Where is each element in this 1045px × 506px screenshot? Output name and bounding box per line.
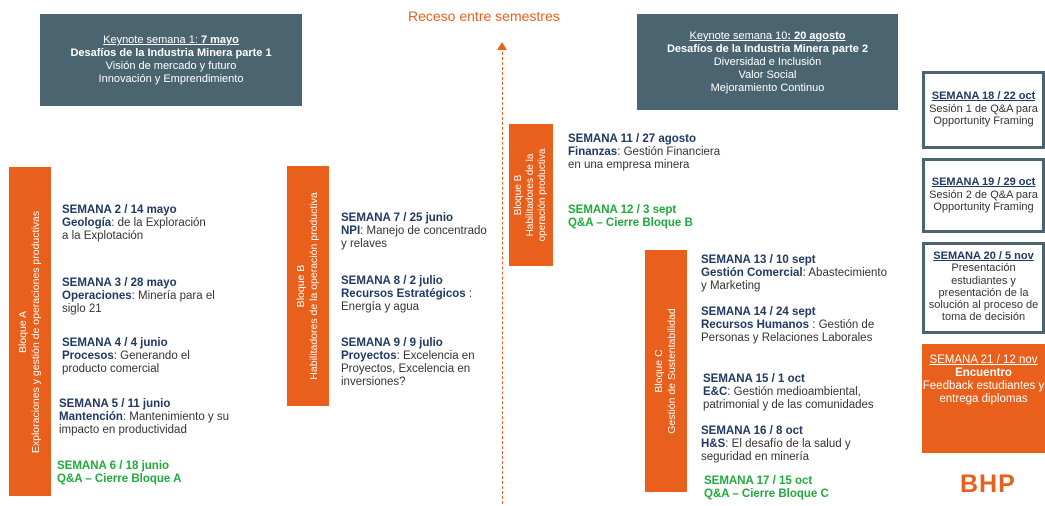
week-heading: SEMANA 2 / 14 mayo xyxy=(62,204,177,216)
week-17: SEMANA 17 / 15 oct Q&A – Cierre Bloque C xyxy=(704,475,884,501)
week-subtitle: Q&A – Cierre Bloque A xyxy=(57,473,182,485)
week-topic: Finanzas xyxy=(568,146,618,158)
keynote-2-line: Mejoramiento Continuo xyxy=(710,81,825,94)
week-desc: : Manejo de concentrado y relaves xyxy=(341,225,487,250)
week-subtitle: Q&A – Cierre Bloque C xyxy=(704,488,829,500)
week-heading: SEMANA 17 / 15 oct xyxy=(704,475,813,487)
week-heading: SEMANA 8 / 2 julio xyxy=(341,275,443,287)
week-topic: Operaciones xyxy=(62,290,132,302)
week-desc: : de la Exploración a la Explotación xyxy=(62,217,206,242)
week-heading: SEMANA 3 / 28 mayo xyxy=(62,277,177,289)
keynote-1-date: 7 mayo xyxy=(200,34,239,46)
keynote-2-subtitle: Desafíos de la Industria Minera parte 2 xyxy=(666,42,869,55)
week-topic: Recursos Estratégicos xyxy=(341,288,466,300)
week-topic: Mantención xyxy=(59,411,123,423)
week-21-box: SEMANA 21 / 12 nov Encuentro Feedback es… xyxy=(922,344,1045,453)
keynote-1-box: Keynote semana 1: 7 mayo Desafíos de la … xyxy=(40,14,302,106)
bloque-a-label: Bloque A Exploraciones y gestión de oper… xyxy=(17,210,42,453)
week-3: SEMANA 3 / 28 mayo Operaciones: Minería … xyxy=(62,277,224,316)
week-20-box: SEMANA 20 / 5 nov Presentación estudiant… xyxy=(922,242,1045,334)
bloque-b-bar: Bloque B Habilitadores de la operación p… xyxy=(287,166,329,406)
bloque-c-label: Bloque C Gestión de Sustentabilidad xyxy=(653,308,678,434)
receso-label: Receso entre semestres xyxy=(408,8,560,24)
keynote-2-box: Keynote semana 10: 20 agosto Desafíos de… xyxy=(637,14,898,110)
week-heading: SEMANA 16 / 8 oct xyxy=(701,425,803,437)
week-topic: E&C xyxy=(703,386,728,398)
week-11: SEMANA 11 / 27 agosto Finanzas: Gestión … xyxy=(568,133,728,172)
week-topic: Recursos Humanos xyxy=(701,319,810,331)
keynote-2-title: Keynote semana 10 xyxy=(689,29,788,42)
week-13: SEMANA 13 / 10 sept Gestión Comercial: A… xyxy=(701,254,891,293)
week-12: SEMANA 12 / 3 sept Q&A – Cierre Bloque B xyxy=(568,204,728,230)
week-desc: : Minería para el siglo 21 xyxy=(62,290,215,315)
week-desc: : Abastecimiento y Marketing xyxy=(701,267,888,292)
week-heading: SEMANA 13 / 10 sept xyxy=(701,254,816,266)
week-desc: : Gestión Financiera en una empresa mine… xyxy=(568,146,721,171)
receso-divider xyxy=(502,52,503,504)
week-desc: Sesión 2 de Q&A para Opportunity Framing xyxy=(929,188,1038,214)
keynote-2-date: : 20 agosto xyxy=(787,29,846,42)
week-topic: Procesos xyxy=(62,350,114,362)
bloque-a-bar: Bloque A Exploraciones y gestión de oper… xyxy=(9,167,51,496)
week-18-box: SEMANA 18 / 22 oct Sesión 1 de Q&A para … xyxy=(922,71,1045,149)
week-desc: : El desafío de la salud y seguridad en … xyxy=(701,438,851,463)
week-desc: Feedback estudiantes y entrega diplomas xyxy=(922,380,1045,405)
week-8: SEMANA 8 / 2 julio Recursos Estratégicos… xyxy=(341,275,491,314)
week-heading: SEMANA 4 / 4 junio xyxy=(62,337,168,349)
week-heading: SEMANA 15 / 1 oct xyxy=(703,373,805,385)
week-desc: Presentación estudiantes y presentación … xyxy=(928,262,1039,324)
week-15: SEMANA 15 / 1 oct E&C: Gestión medioambi… xyxy=(703,373,895,412)
keynote-1-line: Innovación y Emprendimiento xyxy=(98,73,244,85)
week-heading: SEMANA 11 / 27 agosto xyxy=(568,133,697,145)
week-heading: SEMANA 20 / 5 nov xyxy=(933,250,1034,262)
week-heading: SEMANA 9 / 9 julio xyxy=(341,337,443,349)
week-heading: SEMANA 18 / 22 oct xyxy=(931,90,1036,102)
keynote-2-line: Valor Social xyxy=(738,68,797,81)
week-topic: NPI xyxy=(341,225,361,237)
week-title: Encuentro xyxy=(955,367,1012,379)
week-heading: SEMANA 21 / 12 nov xyxy=(929,354,1038,366)
week-14: SEMANA 14 / 24 sept Recursos Humanos : G… xyxy=(701,306,887,345)
week-19-box: SEMANA 19 / 29 oct Sesión 2 de Q&A para … xyxy=(922,158,1045,233)
week-2: SEMANA 2 / 14 mayo Geología: de la Explo… xyxy=(62,204,212,243)
week-desc: : Energía y agua xyxy=(341,288,473,313)
bloque-c-bar: Bloque C Gestión de Sustentabilidad xyxy=(645,250,687,492)
week-6: SEMANA 6 / 18 junio Q&A – Cierre Bloque … xyxy=(57,460,237,486)
week-desc: Sesión 1 de Q&A para Opportunity Framing xyxy=(929,102,1038,128)
bloque-b-label: Bloque B Habilitadores de la operación p… xyxy=(295,192,320,380)
week-subtitle: Q&A – Cierre Bloque B xyxy=(568,217,693,229)
week-desc: : Mantenimiento y su impacto en producti… xyxy=(59,411,229,436)
week-5: SEMANA 5 / 11 junio Mantención: Mantenim… xyxy=(59,398,231,437)
week-4: SEMANA 4 / 4 junio Procesos: Generando e… xyxy=(62,337,212,376)
keynote-1-title: Keynote semana 1: xyxy=(103,34,201,46)
week-16: SEMANA 16 / 8 oct H&S: El desafío de la … xyxy=(701,425,881,464)
week-heading: SEMANA 12 / 3 sept xyxy=(568,204,677,216)
week-heading: SEMANA 7 / 25 junio xyxy=(341,212,454,224)
week-desc: : Generando el producto comercial xyxy=(62,350,190,375)
week-topic: Geología xyxy=(62,217,112,229)
week-7: SEMANA 7 / 25 junio NPI: Manejo de conce… xyxy=(341,212,491,251)
bloque-b-bar-2: Bloque B Habilitadores de la operación p… xyxy=(509,124,553,266)
keynote-1-subtitle: Desafíos de la Industria Minera parte 1 xyxy=(70,47,272,59)
week-heading: SEMANA 14 / 24 sept xyxy=(701,306,816,318)
week-heading: SEMANA 6 / 18 junio xyxy=(57,460,170,472)
week-topic: Gestión Comercial xyxy=(701,267,803,279)
week-9: SEMANA 9 / 9 julio Proyectos: Excelencia… xyxy=(341,337,489,389)
arrow-up-icon xyxy=(497,42,507,50)
bloque-b-label-2: Bloque B Habilitadores de la operación p… xyxy=(513,148,548,242)
week-desc: : Gestión de Personas y Relaciones Labor… xyxy=(701,319,875,344)
keynote-2-line: Diversidad e Inclusión xyxy=(713,55,822,68)
week-topic: Proyectos xyxy=(341,350,397,362)
week-topic: H&S xyxy=(701,438,726,450)
week-desc: : Gestión medioambiental, patrimonial y … xyxy=(703,386,874,411)
week-heading: SEMANA 19 / 29 oct xyxy=(931,176,1036,188)
week-desc: : Excelencia en Proyectos, Excelencia en… xyxy=(341,350,475,388)
bhp-logo: BHP xyxy=(960,470,1016,498)
keynote-1-line: Visión de mercado y futuro xyxy=(105,60,237,72)
week-heading: SEMANA 5 / 11 junio xyxy=(59,398,171,410)
